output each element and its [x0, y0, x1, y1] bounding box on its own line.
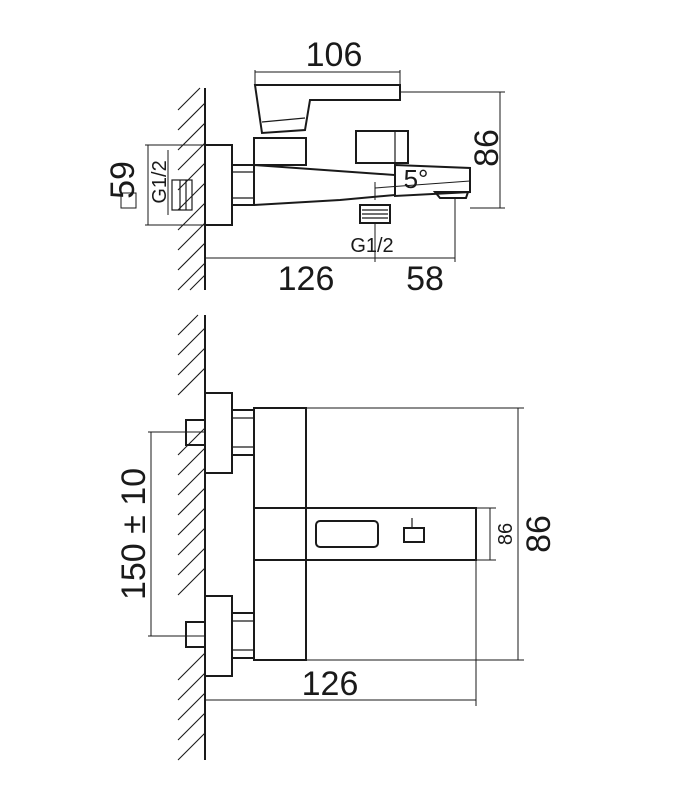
wall-pipe: [171, 179, 193, 211]
dimension-86-body: 86: [306, 407, 558, 661]
angle-5deg: 5°: [374, 164, 471, 200]
svg-text:58: 58: [406, 260, 444, 298]
dimension-150-10: 150 ± 10: [115, 431, 205, 637]
dimension-126-bottom: 126: [205, 560, 477, 706]
flange-lower: [204, 595, 233, 677]
front-view: 150 ± 10 86 86 126: [115, 314, 558, 761]
svg-text:G1/2: G1/2: [149, 160, 171, 203]
body-top-view: [253, 407, 307, 661]
aerator-top-view: [403, 527, 425, 543]
thread-label-bottom: G1/2: [350, 223, 394, 262]
svg-text:86: 86: [520, 515, 558, 553]
wall-hatching-bottom: [177, 314, 206, 761]
svg-text:126: 126: [278, 260, 335, 298]
diverter-top-view: [315, 520, 379, 548]
cartridge-housing: [253, 137, 307, 166]
side-view: 106 86 59 G1/2 5° G1/2: [104, 36, 506, 298]
diverter-knob: [355, 130, 409, 164]
dimension-flange-59: 59: [104, 144, 205, 226]
lever-handle: [253, 84, 401, 135]
svg-text:G1/2: G1/2: [350, 235, 393, 257]
dimension-106: 106: [254, 36, 401, 85]
aerator: [432, 191, 470, 199]
svg-text:150 ± 10: 150 ± 10: [115, 468, 153, 600]
dimension-86-side: 86: [400, 91, 506, 209]
svg-text:59: 59: [104, 161, 142, 199]
svg-text:86: 86: [468, 129, 506, 167]
svg-text:106: 106: [306, 36, 363, 74]
connector-upper: [231, 409, 255, 456]
thread-label-left: G1/2: [149, 150, 171, 215]
flange-upper: [204, 392, 233, 474]
dimension-86-handle: 86: [476, 507, 517, 561]
eccentric-connector: [231, 164, 255, 206]
wall-flange: [204, 144, 233, 226]
spout: [394, 163, 471, 198]
svg-text:126: 126: [302, 665, 359, 703]
faucet-body: [253, 163, 396, 207]
connector-lower: [231, 612, 255, 659]
spout-top-view: [253, 507, 477, 561]
svg-text:86: 86: [495, 523, 517, 545]
square-symbol: [120, 192, 137, 209]
svg-text:5°: 5°: [404, 164, 429, 194]
dimension-126-58: 126 58: [205, 198, 456, 298]
pipe-lower: [185, 621, 206, 648]
